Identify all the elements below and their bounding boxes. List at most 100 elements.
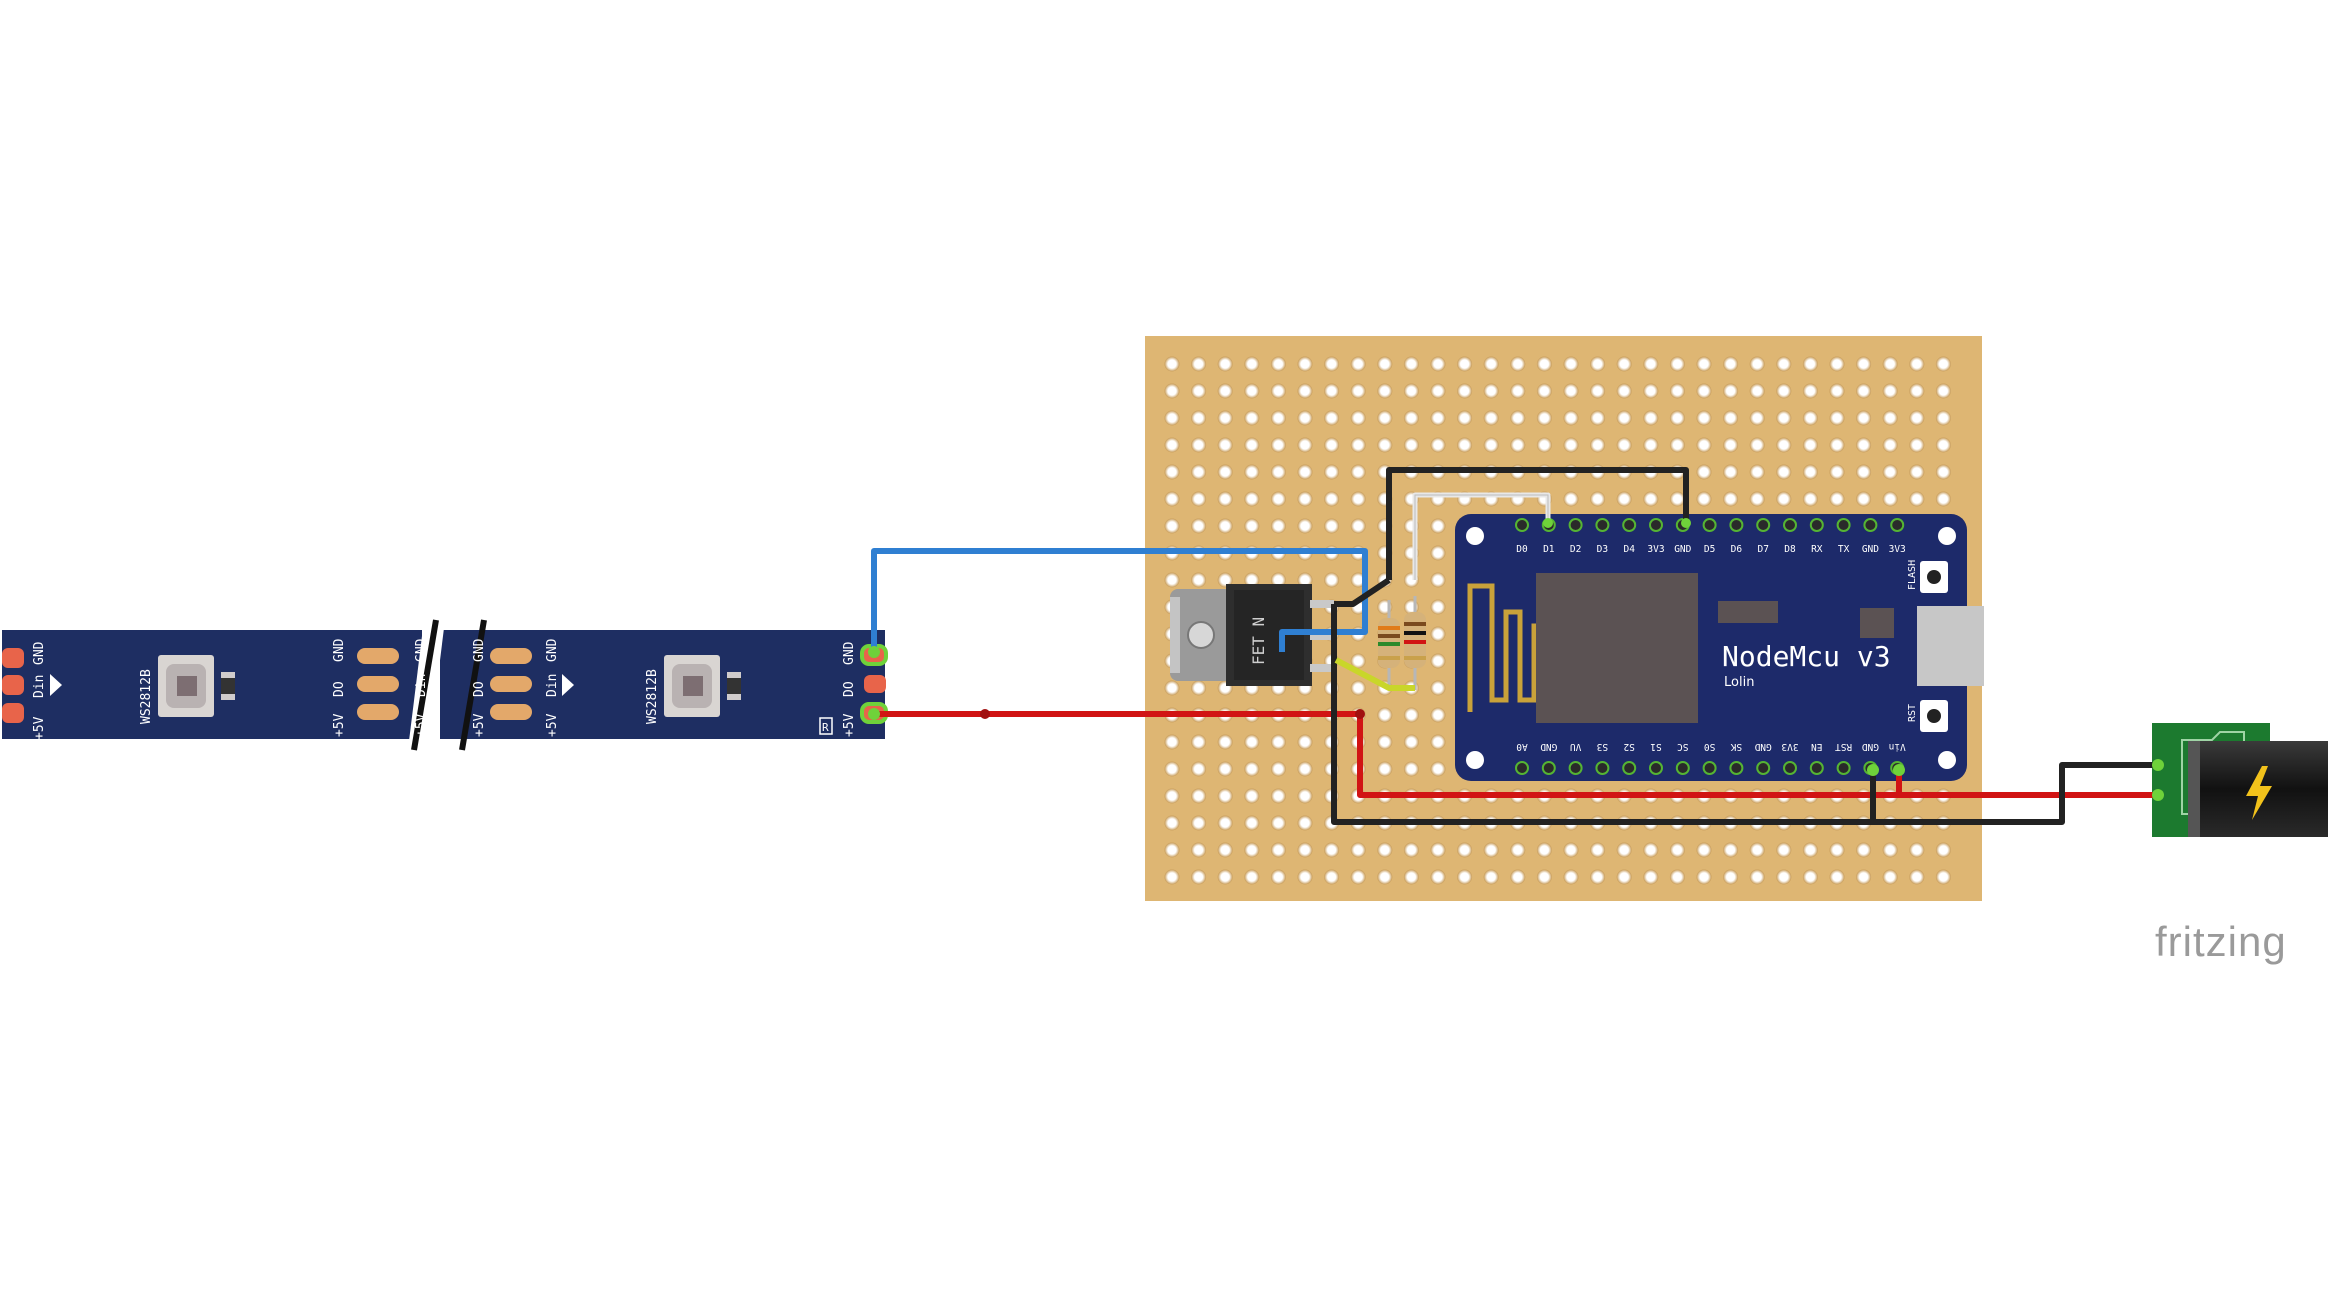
perfboard-hole bbox=[1590, 491, 1606, 507]
perfboard-hole bbox=[1324, 518, 1340, 534]
header-pin-bottom[interactable] bbox=[1783, 761, 1797, 775]
perfboard-hole bbox=[1802, 356, 1818, 372]
pin-label-top: D0 bbox=[1516, 544, 1528, 555]
pin-label-top: D1 bbox=[1543, 544, 1555, 555]
perfboard-hole bbox=[1749, 383, 1765, 399]
perfboard-hole bbox=[1669, 869, 1685, 885]
header-pin-bottom[interactable] bbox=[1729, 761, 1744, 775]
perfboard-hole bbox=[1909, 869, 1925, 885]
perfboard-hole bbox=[1430, 572, 1446, 588]
perfboard-hole bbox=[1749, 842, 1765, 858]
header-pin-bottom[interactable] bbox=[1756, 761, 1771, 775]
perfboard-hole bbox=[1377, 734, 1393, 750]
perfboard-hole bbox=[1217, 383, 1233, 399]
perfboard-hole bbox=[1164, 788, 1180, 804]
perfboard-hole bbox=[1590, 410, 1606, 426]
header-pin-top[interactable] bbox=[1809, 518, 1824, 532]
perfboard-hole bbox=[1430, 545, 1446, 561]
perfboard-hole bbox=[1882, 437, 1898, 453]
header-pin-bottom[interactable] bbox=[1595, 761, 1610, 775]
header-pin-bottom[interactable] bbox=[1541, 761, 1556, 775]
header-pin-bottom[interactable] bbox=[1836, 761, 1851, 775]
perfboard-hole bbox=[1297, 869, 1313, 885]
wifi-antenna-trace bbox=[1467, 583, 1538, 712]
perfboard-hole bbox=[1510, 356, 1526, 372]
pin-label-top: GND bbox=[1862, 544, 1879, 555]
header-pin-bottom[interactable] bbox=[1649, 761, 1663, 775]
perfboard-hole bbox=[1270, 491, 1286, 507]
header-pin-top[interactable] bbox=[1515, 518, 1529, 532]
svg-text:GND: GND bbox=[545, 638, 560, 662]
header-pin-bottom[interactable] bbox=[1515, 761, 1529, 775]
header-pin-bottom[interactable] bbox=[1702, 761, 1717, 775]
header-pin-top[interactable] bbox=[1595, 518, 1610, 532]
perfboard-hole bbox=[1403, 383, 1419, 399]
pin-label-bottom: VU bbox=[1570, 741, 1582, 752]
perfboard-hole bbox=[1696, 464, 1712, 480]
perfboard-hole bbox=[1164, 356, 1180, 372]
perfboard-hole bbox=[1510, 437, 1526, 453]
wires bbox=[868, 467, 2164, 825]
perfboard-hole bbox=[1297, 761, 1313, 777]
pad-right-do[interactable] bbox=[864, 675, 886, 693]
perfboard-hole bbox=[1270, 437, 1286, 453]
perfboard-hole bbox=[1244, 383, 1260, 399]
header-pin-bottom[interactable] bbox=[1675, 761, 1690, 775]
perfboard-hole bbox=[1270, 815, 1286, 831]
perfboard-hole bbox=[1563, 356, 1579, 372]
perfboard-hole bbox=[1536, 410, 1552, 426]
pin-label-top: GND bbox=[1674, 544, 1691, 555]
perfboard-hole bbox=[1270, 761, 1286, 777]
perfboard-hole bbox=[1191, 815, 1207, 831]
led-chip-label-2: WS2812B bbox=[645, 669, 660, 724]
pin-label-bottom: GND bbox=[1862, 741, 1879, 752]
header-pin-top[interactable] bbox=[1783, 518, 1797, 532]
header-pin-top[interactable] bbox=[1836, 518, 1851, 532]
perfboard-hole bbox=[1244, 815, 1260, 831]
perfboard-hole bbox=[1723, 410, 1739, 426]
pin-label-bottom: GND bbox=[1754, 741, 1771, 752]
mosfet-pin-s bbox=[1310, 664, 1334, 672]
header-pin-top[interactable] bbox=[1729, 518, 1744, 532]
perfboard-hole bbox=[1856, 410, 1872, 426]
header-pin-top[interactable] bbox=[1622, 518, 1637, 532]
header-pin-top[interactable] bbox=[1756, 518, 1771, 532]
pin-label-top: 3V3 bbox=[1647, 544, 1664, 555]
pin-label-bottom: S0 bbox=[1704, 741, 1716, 752]
left-label-5v: +5V bbox=[32, 716, 47, 740]
perfboard-hole bbox=[1749, 491, 1765, 507]
header-pin-top[interactable] bbox=[1568, 518, 1583, 532]
perfboard-hole bbox=[1297, 734, 1313, 750]
perfboard-hole bbox=[1403, 734, 1419, 750]
svg-text:GND: GND bbox=[332, 638, 347, 662]
perfboard-hole bbox=[1909, 383, 1925, 399]
usb-port[interactable] bbox=[1917, 606, 1984, 686]
pin-label-top: TX bbox=[1838, 544, 1850, 555]
perfboard-hole bbox=[1270, 869, 1286, 885]
perfboard-hole bbox=[1749, 869, 1765, 885]
header-pin-bottom[interactable] bbox=[1568, 761, 1583, 775]
header-pin-bottom[interactable] bbox=[1622, 761, 1637, 775]
pin-label-bottom: A0 bbox=[1516, 741, 1528, 752]
perfboard-hole bbox=[1324, 437, 1340, 453]
fritzing-watermark: fritzing bbox=[2155, 918, 2287, 965]
header-pin-top[interactable] bbox=[1863, 518, 1878, 532]
header-pin-bottom[interactable] bbox=[1809, 761, 1824, 775]
perfboard-hole bbox=[1696, 491, 1712, 507]
mosfet: FET N bbox=[1170, 584, 1334, 686]
left-label-din: Din bbox=[32, 675, 47, 698]
header-pin-top[interactable] bbox=[1890, 518, 1905, 532]
perfboard-hole bbox=[1696, 356, 1712, 372]
perfboard-hole bbox=[1829, 410, 1845, 426]
perfboard-hole bbox=[1802, 410, 1818, 426]
wire-jumper-resistor bbox=[1334, 657, 1415, 691]
header-pin-top[interactable] bbox=[1649, 518, 1663, 532]
perfboard-hole bbox=[1749, 437, 1765, 453]
header-pin-top[interactable] bbox=[1702, 518, 1717, 532]
perfboard-hole bbox=[1616, 491, 1632, 507]
perfboard-hole bbox=[1403, 761, 1419, 777]
perfboard-hole bbox=[1217, 869, 1233, 885]
perfboard-hole bbox=[1244, 761, 1260, 777]
perfboard-hole bbox=[1191, 383, 1207, 399]
